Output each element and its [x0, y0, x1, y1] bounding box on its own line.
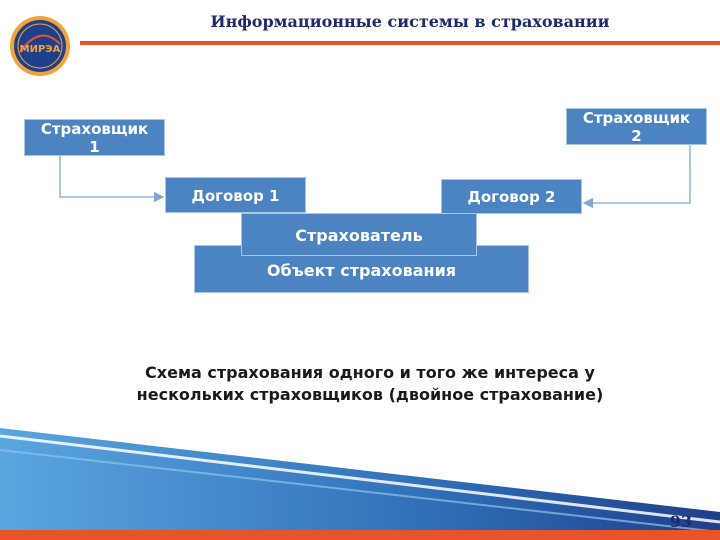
- insurer-1-label: Страховщик: [40, 120, 149, 138]
- insurer-2-number: 2: [631, 127, 642, 145]
- footer-decoration: [0, 428, 720, 540]
- insurer-1-box: Страховщик 1: [24, 119, 165, 156]
- insurer-1-number: 1: [89, 138, 100, 156]
- contract-1-box: Договор 1: [165, 177, 306, 213]
- arrow-insurer1-contract1: [59, 156, 165, 203]
- insurer-2-box: Страховщик 2: [566, 108, 707, 145]
- mirea-logo: МИРЭА: [10, 16, 70, 76]
- caption-line-2: нескольких страховщиков (двойное страхов…: [136, 385, 604, 404]
- arrow-insurer2-contract2: [582, 145, 691, 209]
- caption-line-1: Схема страхования одного и того же интер…: [145, 363, 595, 382]
- policyholder-box: Страхователь: [241, 213, 477, 256]
- header-divider: [80, 41, 720, 45]
- insurer-2-label: Страховщик: [582, 109, 691, 127]
- contract-2-box: Договор 2: [441, 179, 582, 214]
- page-number: 93: [669, 512, 692, 531]
- svg-text:МИРЭА: МИРЭА: [20, 44, 61, 55]
- diagram-caption: Схема страхования одного и того же интер…: [80, 362, 660, 406]
- page-title: Информационные системы в страховании: [210, 12, 610, 31]
